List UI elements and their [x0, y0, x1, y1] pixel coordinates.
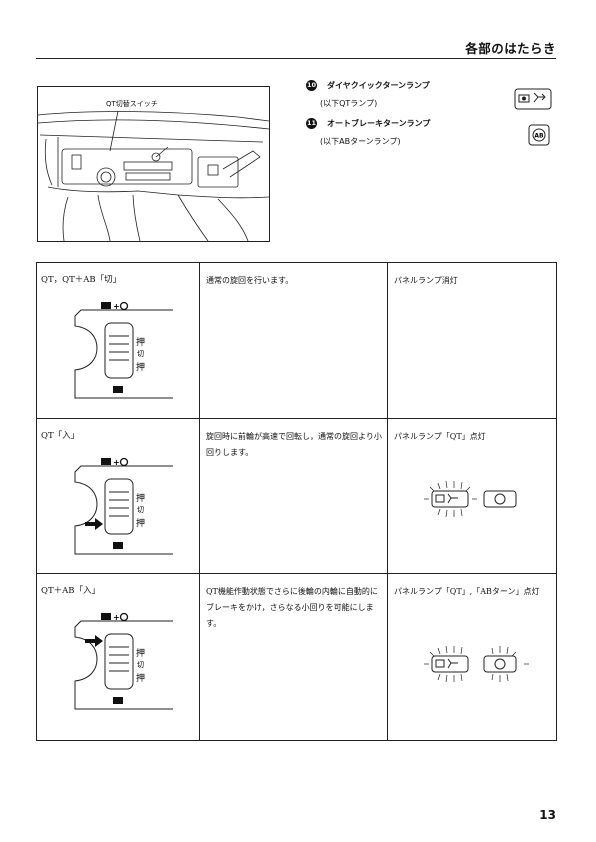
push-label: 押 [136, 517, 145, 529]
off-label: 切 [137, 350, 144, 358]
svg-text:AB: AB [534, 133, 544, 140]
legend-subtitle: (以下ABターンランプ) [320, 137, 401, 146]
table-row: QT「入」 押 切 押 + 旋回時に前輪が高速で回転し，通常の旋回より小回りしま [37, 418, 556, 574]
ab-symbol-icon [119, 301, 129, 311]
table-row: QT＋AB「入」 押 切 押 + QT機能作動状態でさらに後輪の内輪に自動的にブ [37, 573, 556, 741]
description-text: 旋回時に前輪が高速で回転し，通常の旋回より小回りします。 [206, 432, 382, 457]
console-illustration: QT切替スイッチ [37, 86, 270, 242]
ab-symbol-icon [119, 457, 129, 467]
qt-switch-diagram-off: 押 切 押 + [74, 301, 173, 399]
page-number: 13 [539, 808, 556, 822]
header-rule [36, 58, 556, 59]
description-cell: 旋回時に前輪が高速で回転し，通常の旋回より小回りします。 [199, 419, 388, 574]
lamp-cell: パネルランプ「QT」,「ABターン」点灯 [387, 574, 557, 741]
legend-item-ab: 11 オートブレーキターンランプ [306, 118, 430, 129]
lamp-status-text: パネルランプ「QT」,「ABターン」点灯 [394, 587, 540, 596]
qt-switch-diagram-qt-on: 押 切 押 + [74, 457, 173, 555]
description-cell: 通常の旋回を行います。 [199, 263, 388, 418]
mode-label: QT，QT＋AB「切」 [41, 275, 122, 285]
mode-label: QT「入」 [41, 431, 80, 441]
qt-symbol-icon [101, 613, 111, 620]
lamp-status-text: パネルランプ消灯 [394, 276, 458, 285]
item-number-badge: 11 [306, 118, 317, 129]
description-text: 通常の旋回を行います。 [206, 276, 294, 285]
legend-title: オートブレーキターンランプ [327, 119, 431, 128]
off-label: 切 [137, 661, 144, 669]
qt-switch-callout: QT切替スイッチ [106, 100, 158, 108]
qt-symbol-icon [101, 458, 111, 465]
mode-cell: QT＋AB「入」 押 切 押 + [37, 574, 199, 741]
item-number-badge: 10 [306, 80, 317, 91]
push-label: 押 [136, 336, 145, 348]
ab-symbol-icon [119, 612, 129, 622]
svg-text:+: + [113, 613, 120, 622]
page-header-title: 各部のはたらき [465, 41, 556, 56]
description-cell: QT機能作動状態でさらに後輪の内輪に自動的にブレーキをかけ，さらなる小回りを可能… [199, 574, 388, 741]
lamps-qt-ab-lit [424, 645, 529, 683]
table-row: QT，QT＋AB「切」 押 切 押 + 通常の旋回を行います。 パ [37, 263, 556, 418]
qt-switch-diagram-ab-on: 押 切 押 + [74, 612, 173, 710]
legend-item-qt: 10 ダイヤクイックターンランプ [306, 80, 430, 91]
push-label: 押 [136, 647, 145, 659]
svg-text:+: + [113, 458, 120, 467]
description-text: QT機能作動状態でさらに後輪の内輪に自動的にブレーキをかけ，さらなる小回りを可能… [206, 587, 378, 628]
mode-cell: QT「入」 押 切 押 + [37, 419, 199, 574]
lamp-status-text: パネルランプ「QT」点灯 [394, 432, 486, 441]
push-label: 押 [136, 492, 145, 504]
qt-mode-table: QT，QT＋AB「切」 押 切 押 + 通常の旋回を行います。 パ [36, 262, 557, 741]
console-drawing [37, 110, 270, 242]
push-label: 押 [136, 361, 145, 373]
qt-symbol-icon [113, 697, 123, 704]
qt-symbol-icon [113, 386, 123, 393]
lamps-qt-lit [424, 480, 517, 518]
legend-subtitle: (以下QTランプ) [320, 99, 378, 108]
lamp-cell: パネルランプ消灯 [387, 263, 557, 418]
ab-turn-lamp-icon: AB [528, 124, 550, 146]
mode-cell: QT，QT＋AB「切」 押 切 押 + [37, 263, 199, 418]
off-label: 切 [137, 506, 144, 514]
legend-title: ダイヤクイックターンランプ [327, 81, 430, 90]
push-label: 押 [136, 672, 145, 684]
press-arrow-icon [85, 518, 103, 530]
qt-symbol-icon [101, 302, 111, 309]
qt-lamp-icon [514, 88, 552, 110]
qt-symbol-icon [113, 542, 123, 549]
lamp-cell: パネルランプ「QT」点灯 [387, 419, 557, 574]
mode-label: QT＋AB「入」 [41, 586, 101, 596]
svg-text:+: + [113, 302, 120, 311]
press-arrow-icon [85, 635, 103, 647]
